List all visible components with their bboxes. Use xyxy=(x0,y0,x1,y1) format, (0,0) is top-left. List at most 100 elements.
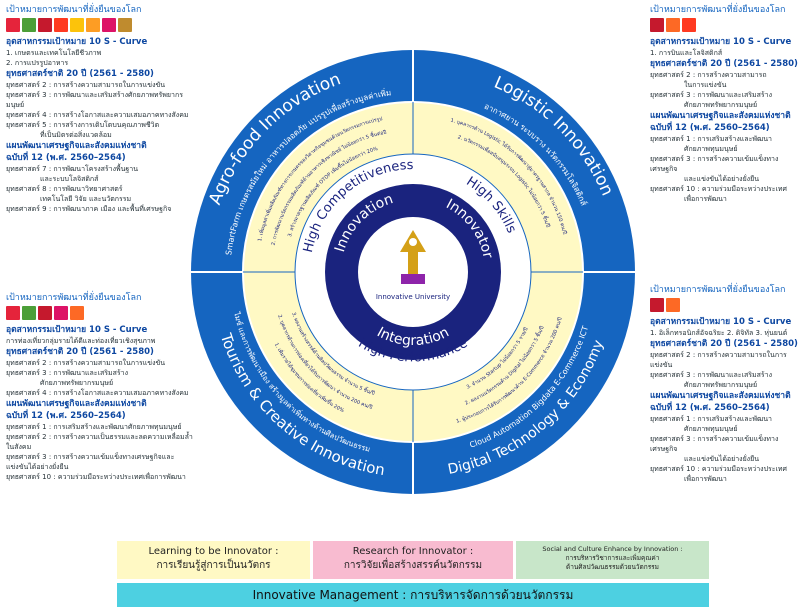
plan-item-cont: เพื่อการพัฒนา xyxy=(684,195,727,203)
social-culture-en: Social and Culture Enhance by Innovation… xyxy=(542,545,683,553)
s-curve-item: 1. เกษตรและเทคโนโลยีชีวภาพ xyxy=(6,49,102,57)
plan-item-cont: เทคโนโลยี วิจัย และนวัตกรรม xyxy=(40,195,132,203)
strategy-item-cont: ที่เป็นมิตรต่อสิ่งแวดล้อม xyxy=(40,131,112,139)
sdg-goal-icon xyxy=(22,18,36,32)
plan-item: ยุทธศาสตร์ 10 : ความร่วมมือระหว่างประเทศ xyxy=(650,465,787,473)
sdg-goal-icon xyxy=(38,306,52,320)
panel-title: เป้าหมายการพัฒนาที่ยั่งยืนของโลก xyxy=(6,5,142,15)
plan-item: ยุทธศาสตร์ 10 : ความร่วมมือระหว่างประเทศ… xyxy=(6,473,186,481)
strategy-item-cont: ศักยภาพทรัพยากรมนุษย์ xyxy=(684,101,758,109)
sdg-icons xyxy=(6,306,196,320)
strategy-item: ยุทธศาสตร์ 3 : การพัฒนาและเสริมสร้าง xyxy=(6,369,128,377)
social-culture-th: การบริหารวิชาการและเพิ่มคุณค่า xyxy=(565,554,660,562)
plan-item: ยุทธศาสตร์ 10 : ความร่วมมือระหว่างประเทศ xyxy=(650,185,787,193)
strategy-item: ยุทธศาสตร์ 3 : การพัฒนาและเสริมสร้าง xyxy=(650,91,772,99)
right-top-panel: เป้าหมายการพัฒนาที่ยั่งยืนของโลก อุตสาหก… xyxy=(650,4,805,204)
strategy-item: ยุทธศาสตร์ 2 : การสร้างความสามารถ xyxy=(650,71,767,79)
strategy-item: ยุทธศาสตร์ 2 : การสร้างความสามารถในการแข… xyxy=(650,351,787,369)
sdg-goal-icon xyxy=(666,298,680,312)
strategy-item-cont: ศักยภาพทรัพยากรมนุษย์ xyxy=(684,381,758,389)
sdg-goal-icon xyxy=(666,18,680,32)
social-culture-th-2: ด้านศิลปวัฒนธรรมด้วยนวัตกรรม xyxy=(566,563,659,571)
plan-item: ยุทธศาสตร์ 7 : การพัฒนาโครงสร้างพื้นฐาน xyxy=(6,165,138,173)
strategy-item: ยุทธศาสตร์ 4 : การสร้างโอกาสและความเสมอภ… xyxy=(6,111,189,119)
plan-item: ยุทธศาสตร์ 3 : การสร้างความเข้มแข็งทางเศ… xyxy=(650,435,779,453)
sdg-goal-icon xyxy=(22,306,36,320)
plan-item: ยุทธศาสตร์ 1 : การเสริมสร้างและพัฒนา xyxy=(650,135,772,143)
s-curve-item: 1. อิเล็กทรอนิกส์อัจฉริยะ 2. ดิจิทัล 3. … xyxy=(650,329,788,337)
research-box-th: การวิจัยเพื่อสร้างสรรค์นวัตกรรม xyxy=(343,560,483,571)
s-curve-heading: อุตสาหกรรมเป้าหมาย 10 S - Curve xyxy=(650,37,792,47)
sdg-goal-icon xyxy=(6,18,20,32)
s-curve-item: การท่องเที่ยวกลุ่มรายได้ดีและท่องเที่ยวเ… xyxy=(6,337,156,345)
plan-item-cont: ศักยภาพทุนมนุษย์ xyxy=(684,145,738,153)
plan-heading: ฉบับที่ 12 (พ.ศ. 2560–2564) xyxy=(6,411,126,421)
learning-box: Learning to be Innovator : การเรียนรู้สู… xyxy=(117,541,310,579)
innovative-management-bar: Innovative Management : การบริหารจัดการด… xyxy=(117,583,709,607)
plan-item: ยุทธศาสตร์ 1 : การเสริมสร้างและพัฒนาศักย… xyxy=(6,423,182,431)
research-box: Research for Innovator : การวิจัยเพื่อสร… xyxy=(313,541,513,579)
center-label: Innovative University xyxy=(376,293,450,301)
plan-heading: แผนพัฒนาเศรษฐกิจและสังคมแห่งชาติ xyxy=(6,399,147,409)
national-strategy-heading: ยุทธศาสตร์ชาติ 20 ปี (2561 - 2580) xyxy=(6,69,154,79)
sdg-goal-icon xyxy=(650,298,664,312)
plan-heading: ฉบับที่ 12 (พ.ศ. 2560–2564) xyxy=(650,123,770,133)
sdg-goal-icon xyxy=(6,306,20,320)
s-curve-heading: อุตสาหกรรมเป้าหมาย 10 S - Curve xyxy=(650,317,792,327)
sdg-goal-icon xyxy=(118,18,132,32)
s-curve-item: 2. การแปรรูปอาหาร xyxy=(6,59,69,67)
strategy-item-cont: ศักยภาพทรัพยากรมนุษย์ xyxy=(40,379,114,387)
plan-item: ยุทธศาสตร์ 1 : การเสริมสร้างและพัฒนา xyxy=(650,415,772,423)
s-curve-heading: อุตสาหกรรมเป้าหมาย 10 S - Curve xyxy=(6,37,148,47)
plan-heading: แผนพัฒนาเศรษฐกิจและสังคมแห่งชาติ xyxy=(650,111,791,121)
learning-box-th: การเรียนรู้สู่การเป็นนวัตกร xyxy=(156,560,271,571)
plan-item-cont: เพื่อการพัฒนา xyxy=(684,475,727,483)
strategy-item: ยุทธศาสตร์ 4 : การสร้างโอกาสและความเสมอภ… xyxy=(6,389,189,397)
sdg-goal-icon xyxy=(102,18,116,32)
sdg-goal-icon xyxy=(70,306,84,320)
sdg-icons xyxy=(650,18,805,32)
strategy-item: ยุทธศาสตร์ 3 : การพัฒนาและเสริมสร้าง xyxy=(650,371,772,379)
research-box-en: Research for Innovator : xyxy=(352,546,474,557)
sdg-goal-icon xyxy=(54,18,68,32)
plan-heading: ฉบับที่ 12 (พ.ศ. 2560–2564) xyxy=(650,403,770,413)
left-top-panel: เป้าหมายการพัฒนาที่ยั่งยืนของโลก อุตสาหก… xyxy=(6,4,196,214)
national-strategy-heading: ยุทธศาสตร์ชาติ 20 ปี (2561 - 2580) xyxy=(650,59,798,69)
strategy-item: ยุทธศาสตร์ 3 : การพัฒนาและเสริมสร้างศักย… xyxy=(6,91,183,109)
sdg-goal-icon xyxy=(38,18,52,32)
national-strategy-heading: ยุทธศาสตร์ชาติ 20 ปี (2561 - 2580) xyxy=(650,339,798,349)
left-bottom-panel: เป้าหมายการพัฒนาที่ยั่งยืนของโลก อุตสาหก… xyxy=(6,292,196,482)
panel-title: เป้าหมายการพัฒนาที่ยั่งยืนของโลก xyxy=(6,293,142,303)
strategy-item-cont: ในการแข่งขัน xyxy=(684,81,727,89)
panel-title: เป้าหมายการพัฒนาที่ยั่งยืนของโลก xyxy=(650,5,786,15)
plan-item: ยุทธศาสตร์ 3 : การสร้างความเข้มแข็งทางเศ… xyxy=(6,453,175,471)
right-bottom-panel: เป้าหมายการพัฒนาที่ยั่งยืนของโลก อุตสาหก… xyxy=(650,284,805,484)
plan-item-cont: และแข่งขันได้อย่างยั่งยืน xyxy=(684,175,759,183)
plan-heading: แผนพัฒนาเศรษฐกิจและสังคมแห่งชาติ xyxy=(6,141,147,151)
sdg-goal-icon xyxy=(70,18,84,32)
sdg-goal-icon xyxy=(54,306,68,320)
learning-box-en: Learning to be Innovator : xyxy=(148,546,279,557)
plan-item: ยุทธศาสตร์ 9 : การพัฒนาภาค เมือง และพื้น… xyxy=(6,205,172,213)
plan-item: ยุทธศาสตร์ 2 : การสร้างความเป็นธรรมและลด… xyxy=(6,433,193,451)
plan-item: ยุทธศาสตร์ 3 : การสร้างความเข้มแข็งทางเศ… xyxy=(650,155,779,173)
sdg-goal-icon xyxy=(86,18,100,32)
university-emblem-icon xyxy=(400,230,426,284)
sdg-goal-icon xyxy=(650,18,664,32)
s-curve-heading: อุตสาหกรรมเป้าหมาย 10 S - Curve xyxy=(6,325,148,335)
sdg-icons xyxy=(650,298,805,312)
plan-item: ยุทธศาสตร์ 8 : การพัฒนาวิทยาศาสตร์ xyxy=(6,185,123,193)
plan-heading: ฉบับที่ 12 (พ.ศ. 2560–2564) xyxy=(6,153,126,163)
plan-item-cont: และระบบโลจิสติกส์ xyxy=(40,175,99,183)
strategy-item: ยุทธศาสตร์ 2 : การสร้างความสามารถในการแข… xyxy=(6,81,166,89)
innovation-circle-diagram: Innovative University Agro-food Innovati… xyxy=(191,50,635,494)
strategy-item: ยุทธศาสตร์ 5 : การสร้างการเติบโตบนคุณภาพ… xyxy=(6,121,160,129)
strategy-item: ยุทธศาสตร์ 2 : การสร้างความสามารถในการแข… xyxy=(6,359,166,367)
plan-item-cont: ศักยภาพทุนมนุษย์ xyxy=(684,425,738,433)
sdg-icons xyxy=(6,18,196,32)
plan-heading: แผนพัฒนาเศรษฐกิจและสังคมแห่งชาติ xyxy=(650,391,791,401)
s-curve-item: 1. การบินและโลจิสติกส์ xyxy=(650,49,723,57)
plan-item-cont: และแข่งขันได้อย่างยั่งยืน xyxy=(684,455,759,463)
panel-title: เป้าหมายการพัฒนาที่ยั่งยืนของโลก xyxy=(650,285,786,295)
innovative-management-label: Innovative Management : การบริหารจัดการด… xyxy=(252,588,574,602)
